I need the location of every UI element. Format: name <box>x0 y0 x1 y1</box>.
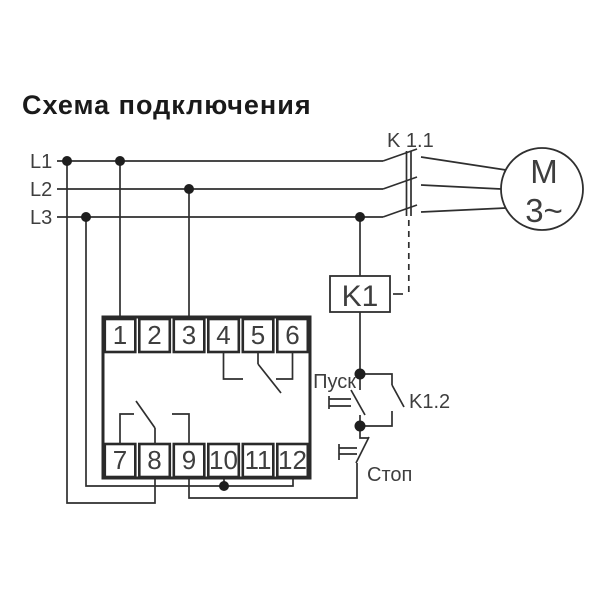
start-button-symbol: Пуск <box>313 371 366 426</box>
aux-contact-k12: K1.2 <box>360 373 450 427</box>
coil-label: K1 <box>342 280 379 313</box>
junction-dot <box>62 156 72 166</box>
junction-dot <box>354 420 366 432</box>
internal-contact-top <box>222 352 294 394</box>
start-actuator <box>328 396 351 409</box>
junction-dot <box>184 184 194 194</box>
bottom-terminal-row: 7 8 9 10 11 12 <box>103 442 310 479</box>
wire-l1-to-terminal8 <box>66 161 156 504</box>
terminal-number: 4 <box>216 320 230 350</box>
contact-fixed-terminal7 <box>119 413 134 444</box>
terminal-cell <box>275 442 310 479</box>
stop-button-symbol: Стоп <box>188 426 412 499</box>
terminal-number: 3 <box>182 320 196 350</box>
motor-letter: M <box>530 153 558 190</box>
terminal-number: 5 <box>251 320 265 350</box>
phase-l2-motor-wire <box>420 184 502 190</box>
aux-top-branch <box>360 373 393 385</box>
phase-l2-contact-blade <box>382 176 418 190</box>
page-title: Схема подключения <box>22 90 312 120</box>
terminal-number: 12 <box>278 445 307 475</box>
contact-blade-terminal8 <box>135 400 156 429</box>
junction-dot <box>354 368 366 380</box>
phase-lines <box>57 148 507 218</box>
terminal-number: 2 <box>147 320 161 350</box>
terminal-number: 7 <box>113 445 127 475</box>
contact-blade-terminal5 <box>257 363 282 394</box>
contact-fixed-terminal9 <box>172 413 190 444</box>
junction-dot <box>219 481 229 491</box>
terminal-number: 11 <box>245 445 272 475</box>
stop-bottom-lead-to-terminal9 <box>188 463 358 499</box>
phase-label-l2: L2 <box>30 179 52 201</box>
terminal-number: 1 <box>113 320 127 350</box>
contactor-main-contacts: K 1.1 <box>387 130 434 295</box>
phase-l3-motor-wire <box>420 207 507 213</box>
terminal-cell <box>207 442 241 479</box>
phase-l3-contact-blade <box>382 204 418 218</box>
terminal-cell <box>172 317 206 354</box>
junction-dot <box>355 212 365 222</box>
terminal-number: 6 <box>285 320 299 350</box>
junction-dot <box>115 156 125 166</box>
device-body <box>101 315 312 480</box>
terminal-number: 8 <box>147 445 161 475</box>
terminal-cell <box>275 317 310 354</box>
stop-contact-blade <box>355 436 370 464</box>
terminal-cell <box>138 442 172 479</box>
aux-contact-blade <box>391 384 405 408</box>
terminal-cell <box>138 317 172 354</box>
junction-dot <box>81 212 91 222</box>
start-contact-blade <box>350 389 366 416</box>
phase-label-l1: L1 <box>30 151 52 173</box>
relay-device: 1 2 3 4 5 6 7 8 9 10 11 12 <box>101 315 312 480</box>
terminal-number: 10 <box>209 445 238 475</box>
main-contacts-label: K 1.1 <box>387 130 434 152</box>
stop-actuator <box>338 444 357 460</box>
phase-label-l3: L3 <box>30 207 52 229</box>
motor-phase-mark: 3~ <box>525 192 563 229</box>
terminal-cell <box>241 442 275 479</box>
junction-dots <box>62 156 366 491</box>
motor-symbol: M 3~ <box>500 147 584 231</box>
phase-labels: L1 L2 L3 <box>30 151 52 229</box>
phase-l1-motor-wire <box>420 156 507 171</box>
contactor-coil: K1 <box>329 217 391 374</box>
terminal-cell <box>103 317 137 354</box>
aux-bottom-branch <box>360 411 393 427</box>
motor-circle <box>500 147 584 231</box>
terminal-cell <box>241 317 275 354</box>
terminal-number: 9 <box>182 445 196 475</box>
aux-contact-label: K1.2 <box>409 391 450 413</box>
contact-fixed-terminal6 <box>276 352 294 380</box>
start-button-label: Пуск <box>313 371 356 393</box>
terminal-cell <box>207 317 241 354</box>
stop-button-label: Стоп <box>367 464 412 486</box>
coil-box <box>329 275 391 313</box>
terminal-cell <box>103 442 137 479</box>
top-terminal-row: 1 2 3 4 5 6 <box>103 317 310 354</box>
internal-contact-bottom <box>119 400 190 444</box>
contact-fixed-terminal4 <box>222 352 243 380</box>
